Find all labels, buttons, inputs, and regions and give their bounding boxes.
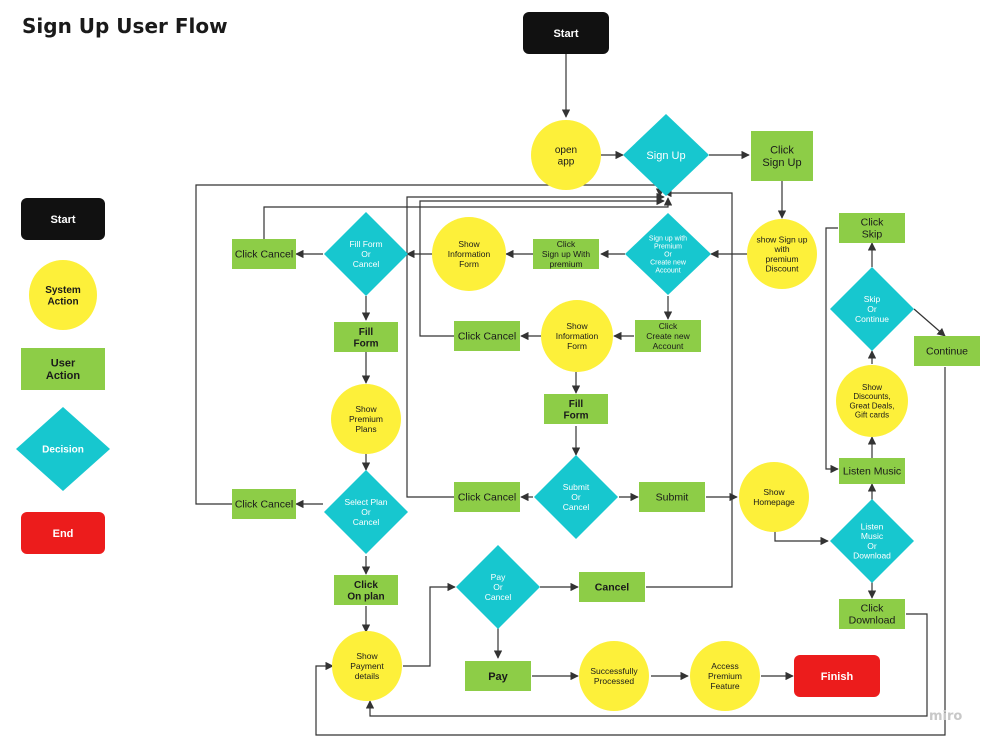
legend-start: Start <box>21 198 105 240</box>
svg-text:Start: Start <box>50 214 75 226</box>
edge-clickcancel3-back <box>419 196 665 337</box>
svg-text:Submit: Submit <box>656 492 689 504</box>
svg-text:Click Cancel: Click Cancel <box>458 331 516 343</box>
node-finish: Finish <box>794 655 880 697</box>
node-cancel: Cancel <box>579 572 645 602</box>
page-title: Sign Up User Flow <box>22 14 228 38</box>
edge-skiporcontinue-continue <box>913 308 946 337</box>
edge-paymentdetails-payorcancel <box>403 582 456 667</box>
svg-text:Listen Music: Listen Music <box>843 466 901 478</box>
svg-text:Start: Start <box>553 28 578 40</box>
node-listen-music: Listen Music <box>839 458 905 484</box>
edge-cancel-back <box>646 188 733 588</box>
svg-text:Sign Up: Sign Up <box>646 150 685 162</box>
miro-watermark: miro <box>929 709 963 724</box>
node-sign-up: Sign Up <box>623 114 709 196</box>
svg-text:Continue: Continue <box>926 346 968 358</box>
legend-decision: Decision <box>16 407 110 491</box>
edge-clickdownload-back <box>365 613 928 717</box>
svg-text:Cancel: Cancel <box>595 582 630 594</box>
svg-text:Click Cancel: Click Cancel <box>235 499 293 511</box>
svg-text:Decision: Decision <box>42 445 84 456</box>
node-submit: Submit <box>639 482 705 512</box>
node-click-cancel-3: Click Cancel <box>454 321 520 351</box>
node-click-cancel-1: Click Cancel <box>232 239 296 269</box>
node-click-cancel-2: Click Cancel <box>232 489 296 519</box>
svg-text:Click Cancel: Click Cancel <box>235 249 293 261</box>
edge-clickskip-listenmusic <box>825 227 839 474</box>
svg-text:Click Cancel: Click Cancel <box>458 492 516 504</box>
node-start: Start <box>523 12 609 54</box>
svg-text:End: End <box>53 528 74 540</box>
connector-lines <box>195 54 946 736</box>
edge-homepage-listenordownload <box>774 531 829 546</box>
svg-text:Finish: Finish <box>821 671 854 683</box>
legend-end: End <box>21 512 105 554</box>
node-click-cancel-4: Click Cancel <box>454 482 520 512</box>
node-continue: Continue <box>914 336 980 366</box>
edge-clickcancel1-back <box>263 197 673 239</box>
svg-text:Pay: Pay <box>488 671 508 683</box>
edge-clickcancel4-back <box>406 192 665 498</box>
node-pay: Pay <box>465 661 531 691</box>
edge-continue-back <box>315 367 946 736</box>
